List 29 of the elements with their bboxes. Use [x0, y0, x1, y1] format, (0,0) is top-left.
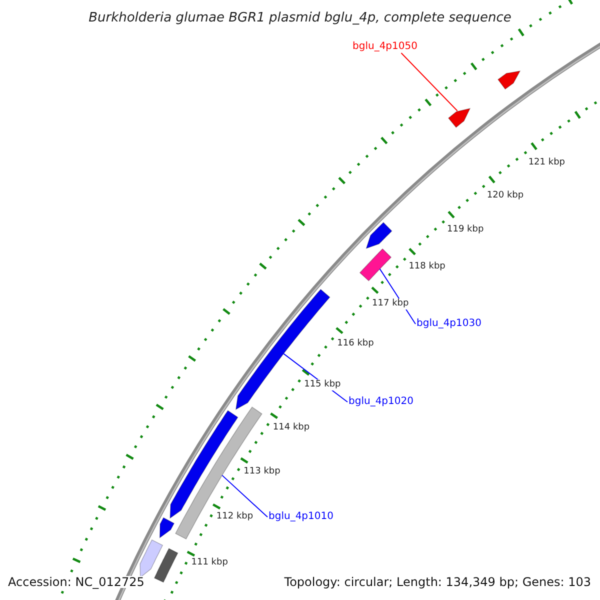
scale-label: 114 kbp: [272, 422, 311, 434]
gene-block: [359, 248, 392, 282]
scale-label: 117 kbp: [371, 298, 410, 310]
scale-label: 118 kbp: [408, 261, 446, 272]
scale-label: 113 kbp: [242, 466, 282, 478]
gene-label: bglu_4p1030: [416, 319, 482, 329]
title: Burkholderia glumae BGR1 plasmid bglu_4p, complete sequence: [88, 12, 512, 24]
scale-label: 115 kbp: [303, 380, 342, 391]
gene-block: [366, 222, 392, 250]
accession-text: Accession: NC_012725: [8, 576, 144, 588]
scale-label: 121 kbp: [527, 157, 566, 168]
gene-block: [154, 548, 178, 583]
gene-label: bglu_4p1020: [348, 397, 414, 407]
leader-line: [222, 474, 268, 518]
scale-label: 112 kbp: [215, 511, 254, 522]
summary-text: Topology: circular; Length: 134,349 bp; Genes: 103: [284, 576, 591, 588]
gene-block: [448, 108, 471, 128]
leader-line: [400, 52, 458, 112]
gene-block: [174, 406, 262, 540]
gene-block: [140, 539, 164, 578]
scale-label: 111 kbp: [190, 558, 229, 569]
gene-block: [159, 517, 175, 538]
gene-block: [170, 410, 238, 519]
gene-block: [497, 70, 521, 90]
scale-label: 116 kbp: [336, 338, 375, 350]
scale-label: 119 kbp: [446, 224, 485, 236]
gene-label: bglu_4p1050: [352, 42, 418, 52]
gene-label: bglu_4p1010: [268, 512, 334, 522]
scale-label: 120 kbp: [486, 190, 525, 202]
